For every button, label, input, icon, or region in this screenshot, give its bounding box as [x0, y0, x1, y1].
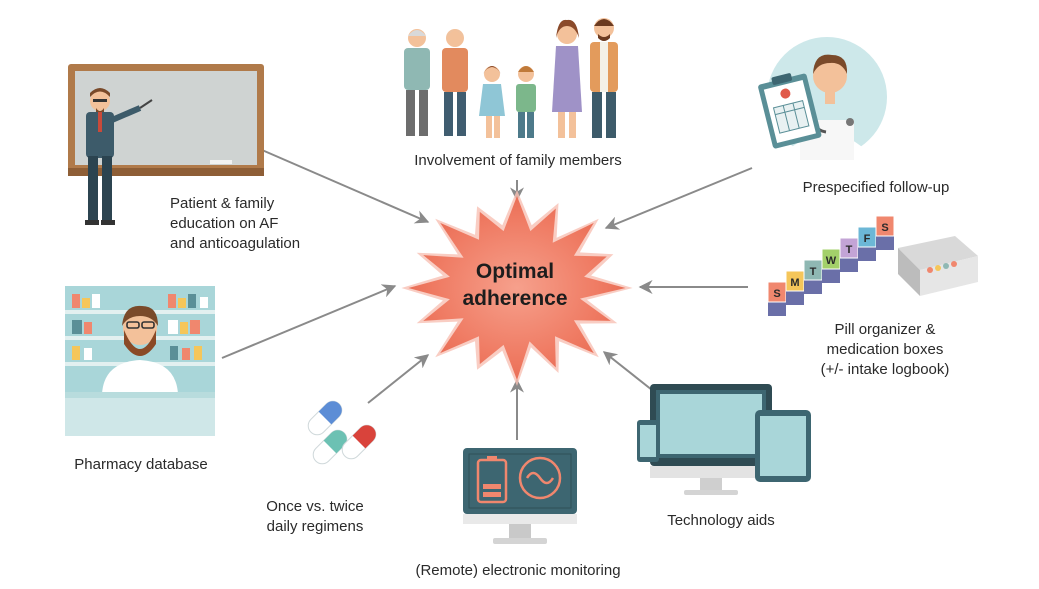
- label-education-line-3: and anticoagulation: [170, 235, 301, 252]
- pill-box-letter: M: [790, 277, 799, 289]
- label-followup: Prespecified follow-up: [776, 178, 976, 198]
- label-technology-line-1: Technology aids: [667, 512, 775, 529]
- label-regimens: Once vs. twice daily regimens: [255, 497, 375, 537]
- family-icon: [404, 18, 618, 138]
- label-pharmacy: Pharmacy database: [66, 455, 216, 475]
- pill-box-letter: S: [773, 288, 780, 300]
- arrow-followup: [604, 167, 753, 230]
- teacher-blackboard-icon: [68, 64, 264, 225]
- arrow-pharmacy: [221, 284, 397, 359]
- pill-box-7: S: [875, 215, 895, 250]
- label-pill-organizer-line-3: (+/- intake logbook): [820, 361, 950, 378]
- center-label-line-1: Optimal: [475, 260, 555, 283]
- label-pharmacy-line-1: Pharmacy database: [74, 456, 208, 473]
- pill-box-5: T: [839, 237, 859, 272]
- label-technology: Technology aids: [655, 511, 787, 531]
- pill-box-letter: T: [846, 244, 853, 256]
- label-family-line-1: Involvement of family members: [414, 152, 622, 169]
- pill-box-letter: F: [864, 233, 871, 245]
- pill-box-1: S: [767, 281, 787, 316]
- label-followup-line-1: Prespecified follow-up: [802, 179, 950, 196]
- pharmacist-icon: [65, 286, 215, 436]
- label-regimens-line-1: Once vs. twice: [266, 498, 364, 515]
- label-pill-organizer-line-2: medication boxes: [826, 341, 944, 358]
- center-label-line-2: adherence: [462, 287, 568, 310]
- arrow-technology: [602, 351, 653, 391]
- label-education-line-1: Patient & family: [170, 195, 275, 212]
- pill-box-letter: T: [810, 266, 817, 278]
- arrow-regimens: [367, 354, 430, 404]
- pill-box-2: M: [785, 270, 805, 305]
- center-label: Optimal adherence: [430, 258, 600, 312]
- label-pill-organizer: Pill organizer & medication boxes (+/- i…: [800, 320, 970, 380]
- pill-box-3: T: [803, 259, 823, 294]
- pill-box-letter: S: [881, 222, 888, 234]
- pill-box-4: W: [821, 248, 841, 283]
- label-regimens-line-2: daily regimens: [266, 518, 364, 535]
- monitor-battery-icon: [463, 448, 577, 544]
- label-pill-organizer-line-1: Pill organizer &: [834, 321, 936, 338]
- pill-box-letter: W: [826, 255, 837, 267]
- label-education: Patient & family education on AF and ant…: [170, 194, 300, 254]
- doctor-clipboard-icon: [758, 37, 887, 160]
- arrows: [221, 149, 753, 440]
- label-family: Involvement of family members: [400, 151, 636, 171]
- optimal-adherence-burst: [401, 190, 633, 386]
- arrow-education: [261, 149, 430, 224]
- label-education-line-2: education on AF: [170, 215, 279, 232]
- label-monitoring-line-1: (Remote) electronic monitoring: [415, 562, 621, 579]
- pill-box-6: F: [857, 226, 877, 261]
- devices-icon: [637, 384, 811, 495]
- capsules-icon: [307, 400, 377, 465]
- label-monitoring: (Remote) electronic monitoring: [390, 561, 646, 581]
